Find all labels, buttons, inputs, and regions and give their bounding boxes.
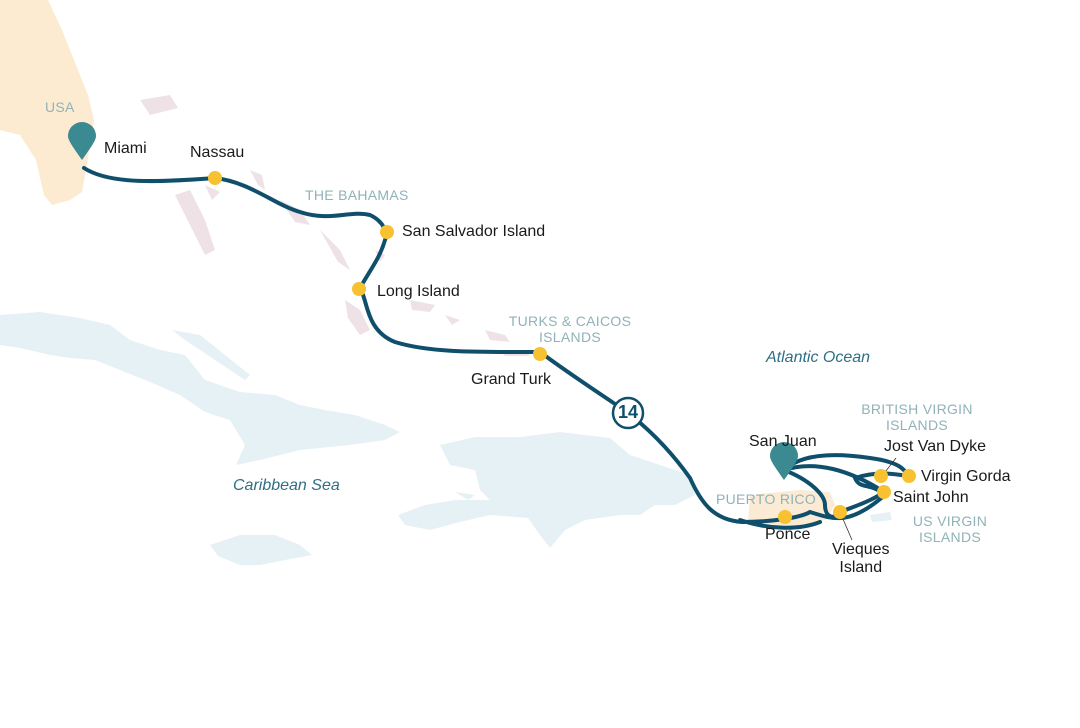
port-label-long-island[interactable]: Long Island xyxy=(377,283,460,300)
region-bvi: BRITISH VIRGIN ISLANDS xyxy=(852,401,982,433)
hispaniola-landmass xyxy=(398,432,695,548)
region-puerto-rico: PUERTO RICO xyxy=(716,491,817,507)
port-label-vieques-line1: Vieques xyxy=(832,541,890,558)
port-dot-long-island[interactable] xyxy=(352,282,366,296)
port-label-grand-turk[interactable]: Grand Turk xyxy=(471,371,552,388)
region-usvi-line1: US VIRGIN xyxy=(912,513,988,529)
port-label-virgin-gorda[interactable]: Virgin Gorda xyxy=(921,468,1011,485)
port-dot-ponce[interactable] xyxy=(778,510,792,524)
port-label-vieques[interactable]: Vieques Island xyxy=(832,541,890,577)
region-usa: USA xyxy=(45,99,75,115)
port-label-vieques-line2: Island xyxy=(839,559,883,576)
sea-caribbean: Caribbean Sea xyxy=(233,477,340,494)
port-label-san-juan[interactable]: San Juan xyxy=(749,433,817,450)
port-label-jost-van-dyke[interactable]: Jost Van Dyke xyxy=(884,438,986,455)
bahamas-islands xyxy=(140,95,460,335)
port-dot-jost-van-dyke[interactable] xyxy=(874,469,888,483)
region-usvi-line2: ISLANDS xyxy=(918,529,981,545)
port-label-nassau[interactable]: Nassau xyxy=(190,144,245,161)
region-turks-caicos: TURKS & CAICOS ISLANDS xyxy=(500,313,640,345)
region-usvi: US VIRGIN ISLANDS xyxy=(905,513,995,545)
puerto-rico-landmass xyxy=(748,490,835,528)
port-dot-nassau[interactable] xyxy=(208,171,222,185)
port-dot-saint-john[interactable] xyxy=(877,485,891,499)
nights-badge xyxy=(611,396,645,430)
port-dot-virgin-gorda[interactable] xyxy=(902,469,916,483)
port-label-san-salvador[interactable]: San Salvador Island xyxy=(402,223,546,240)
port-label-saint-john[interactable]: Saint John xyxy=(893,489,969,506)
tortuga-island xyxy=(622,460,648,468)
nights-badge-text: 14 xyxy=(617,402,639,422)
region-turks-caicos-line1: TURKS & CAICOS xyxy=(508,313,632,329)
jamaica-landmass xyxy=(210,535,312,565)
cuba-coast-islands xyxy=(172,330,250,380)
st-croix-island xyxy=(870,512,892,522)
region-turks-caicos-line2: ISLANDS xyxy=(538,329,601,345)
region-bvi-line2: ISLANDS xyxy=(885,417,948,433)
cuba-landmass xyxy=(0,312,400,465)
usa-landmass xyxy=(0,0,94,205)
end-pin-icon[interactable] xyxy=(770,442,798,480)
port-dot-vieques[interactable] xyxy=(833,505,847,519)
region-bvi-line1: BRITISH VIRGIN xyxy=(861,401,973,417)
port-label-ponce[interactable]: Ponce xyxy=(765,526,811,543)
region-bahamas: THE BAHAMAS xyxy=(305,187,409,203)
gonave-island xyxy=(455,492,475,500)
port-dot-grand-turk[interactable] xyxy=(533,347,547,361)
port-dot-san-salvador[interactable] xyxy=(380,225,394,239)
start-pin-icon[interactable] xyxy=(68,122,96,160)
port-dots xyxy=(208,171,916,524)
sea-atlantic: Atlantic Ocean xyxy=(766,349,871,366)
port-label-miami[interactable]: Miami xyxy=(104,140,147,157)
